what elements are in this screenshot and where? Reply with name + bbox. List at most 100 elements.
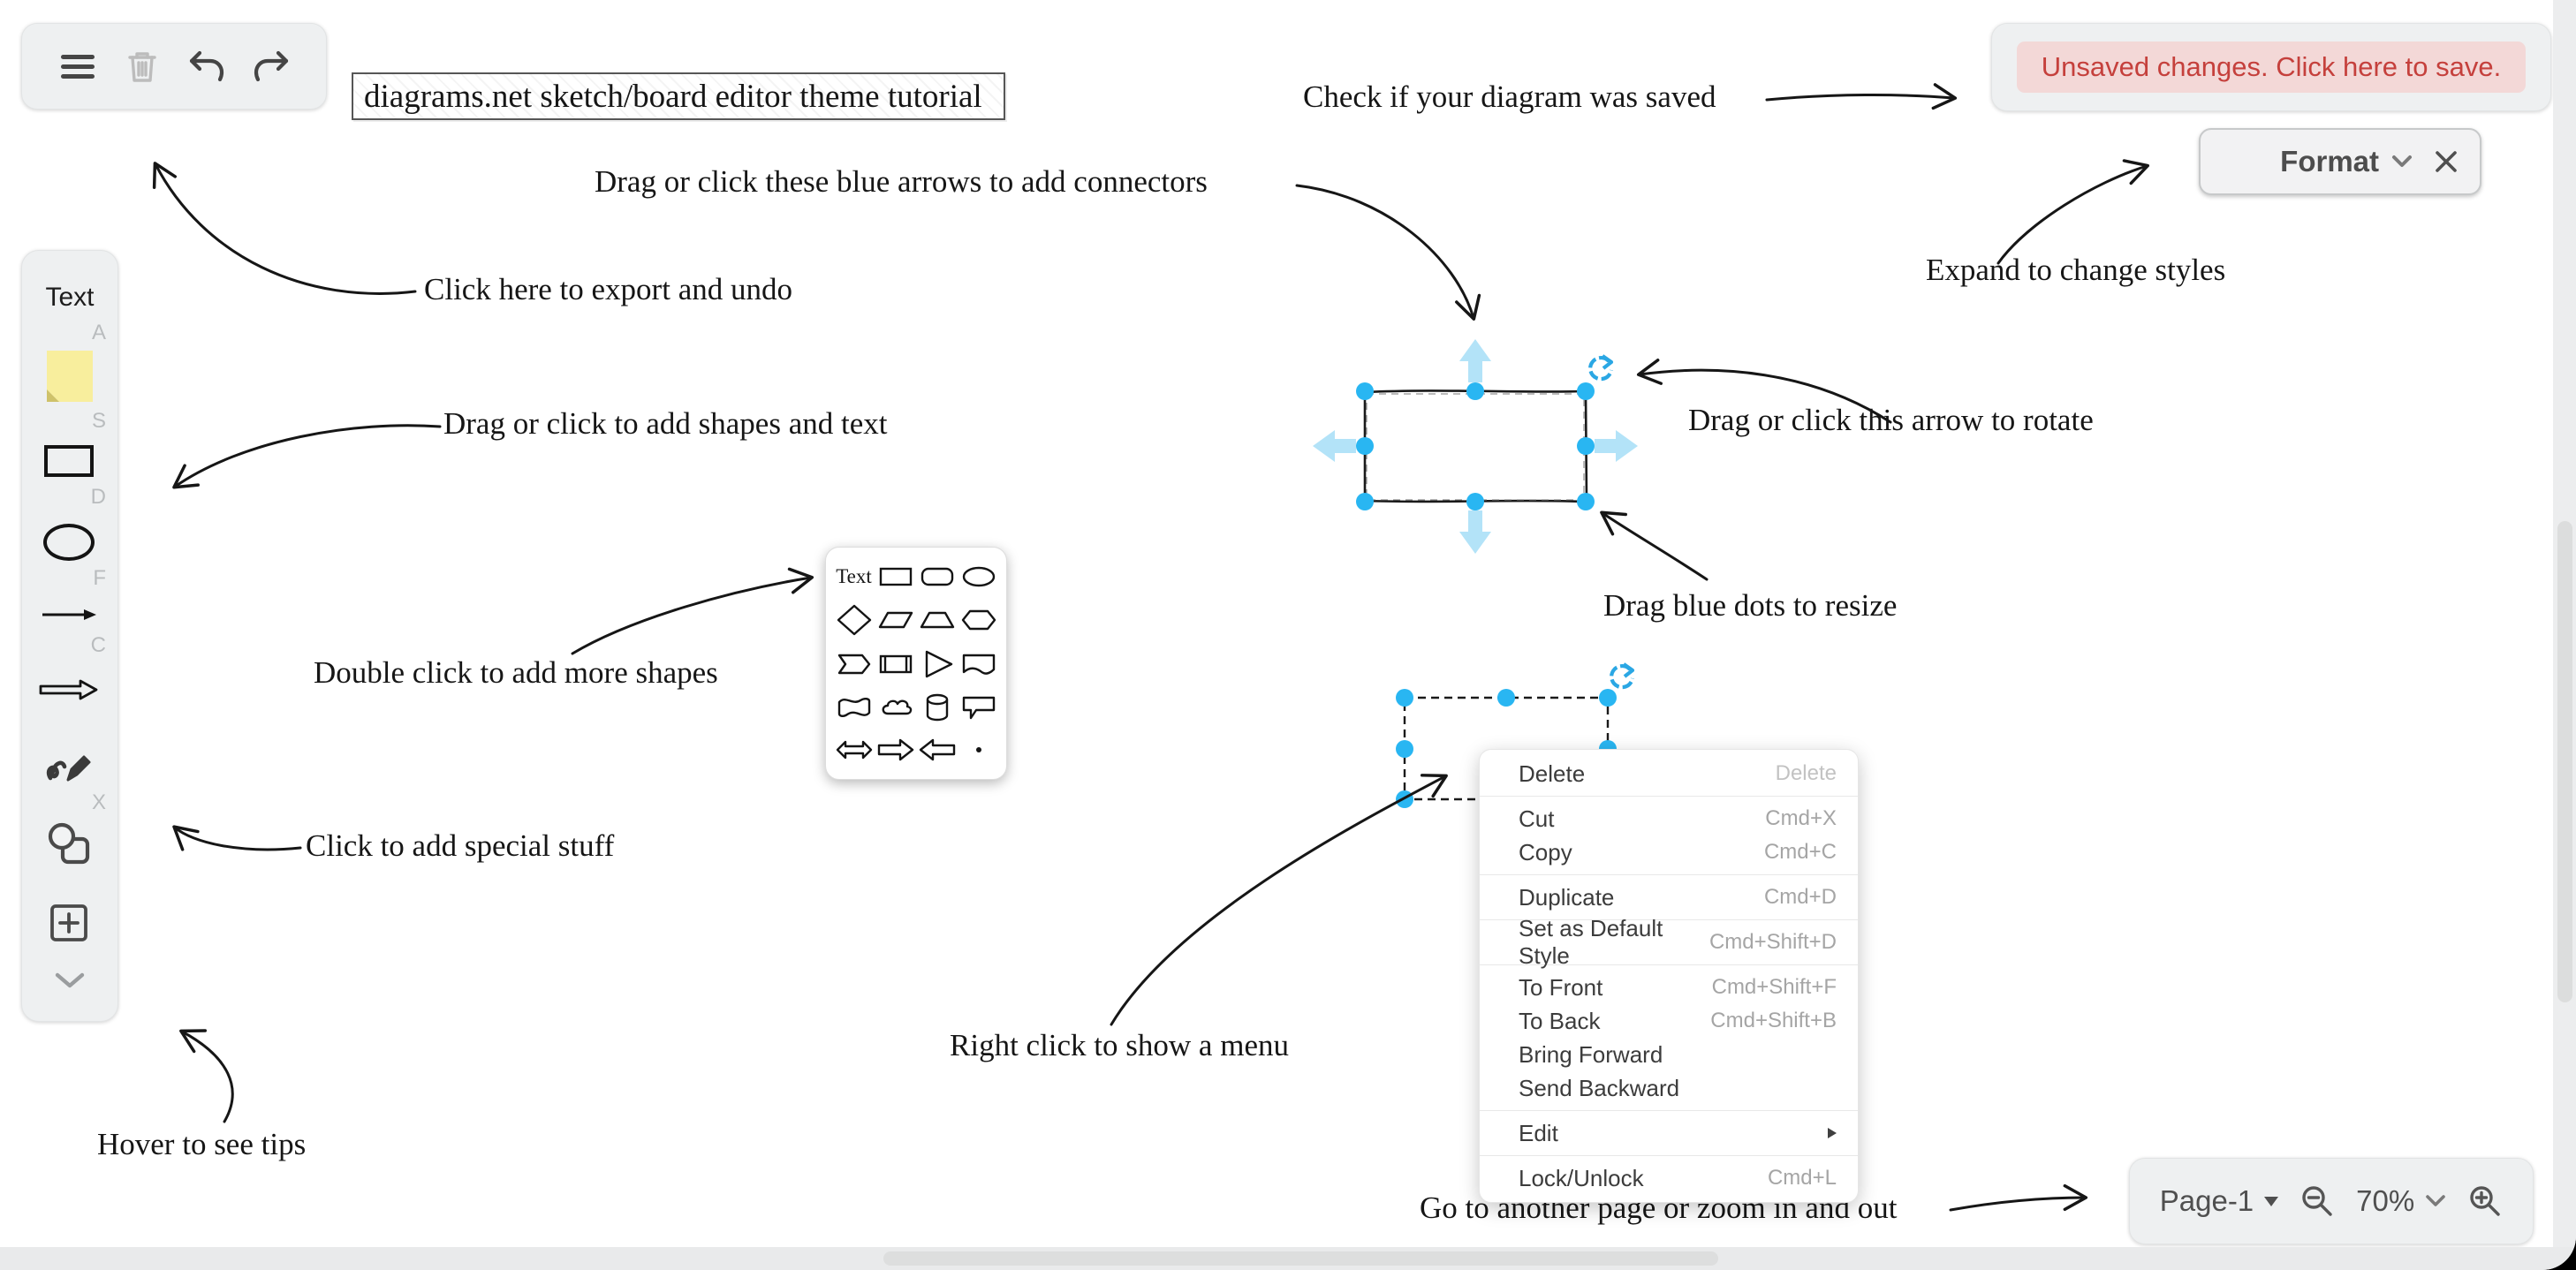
close-icon[interactable]: [2434, 149, 2459, 174]
picker-cylinder[interactable]: [920, 692, 955, 722]
menu-item-to-back[interactable]: To Back Cmd+Shift+B: [1480, 1004, 1858, 1038]
menu-divider: [1480, 796, 1858, 797]
shape-picker-popup: Text: [825, 547, 1007, 780]
menu-item-shortcut: Cmd+Shift+F: [1711, 975, 1837, 999]
menu-divider: [1480, 1155, 1858, 1156]
menu-item-label: Edit: [1519, 1119, 1558, 1146]
picker-text-shape[interactable]: Text: [836, 565, 872, 588]
picker-cloud[interactable]: [878, 693, 913, 722]
zoom-out-icon[interactable]: [2299, 1183, 2335, 1219]
menu-item-label: Cut: [1519, 805, 1555, 832]
menu-item-shortcut: Cmd+X: [1765, 806, 1837, 830]
shortcut-label: A: [91, 321, 106, 344]
annotation-export-undo: Click here to export and undo: [424, 272, 792, 306]
horizontal-scrollbar-thumb[interactable]: [883, 1251, 1718, 1266]
sidebar-item-ellipse[interactable]: [43, 524, 95, 561]
menu-item-send-backward[interactable]: Send Backward: [1480, 1071, 1858, 1105]
picker-document[interactable]: [961, 650, 996, 678]
annotation-more-shapes: Double click to add more shapes: [314, 655, 718, 690]
menu-item-label: Delete: [1519, 760, 1586, 787]
annotation-connectors: Drag or click these blue arrows to add c…: [595, 164, 1208, 199]
shortcut-label: C: [90, 633, 106, 657]
vertical-scrollbar-thumb[interactable]: [2557, 521, 2572, 1002]
menu-item-lock-unlock[interactable]: Lock/Unlock Cmd+L: [1480, 1161, 1858, 1195]
sidebar-item-line-arrow[interactable]: [40, 607, 98, 623]
annotation-rotate: Drag or click this arrow to rotate: [1688, 403, 2094, 437]
format-label: Format: [2280, 145, 2379, 178]
picker-rectangle[interactable]: [878, 563, 913, 591]
diagram-title: diagrams.net sketch/board editor theme t…: [364, 78, 982, 115]
picker-trapezoid[interactable]: [920, 606, 955, 634]
rotate-handle-icon[interactable]: [1610, 662, 1635, 690]
zoom-level-selector[interactable]: 70%: [2356, 1184, 2446, 1218]
picker-right-arrow[interactable]: [877, 736, 914, 764]
delete-icon[interactable]: [122, 46, 163, 87]
top-toolbar: [21, 23, 327, 110]
sidebar-item-block-arrow[interactable]: [38, 677, 100, 702]
picker-rounded-rectangle[interactable]: [920, 563, 955, 591]
freehand-icon[interactable]: [43, 743, 93, 792]
zoom-in-icon[interactable]: [2467, 1183, 2503, 1219]
redo-icon[interactable]: [251, 46, 292, 87]
resize-handles[interactable]: [1356, 382, 1595, 510]
menu-item-shortcut: Cmd+Shift+B: [1710, 1009, 1837, 1032]
menu-divider: [1480, 964, 1858, 965]
selected-rectangle[interactable]: [1313, 339, 1638, 554]
menu-item-label: Bring Forward: [1519, 1040, 1663, 1068]
menu-divider: [1480, 919, 1858, 920]
annotation-resize: Drag blue dots to resize: [1603, 588, 1898, 623]
page-selector[interactable]: Page-1: [2160, 1184, 2279, 1218]
shapes-icon[interactable]: [45, 821, 93, 869]
shortcut-label: D: [90, 485, 106, 509]
menu-item-label: Lock/Unlock: [1519, 1164, 1644, 1191]
menu-item-bring-forward[interactable]: Bring Forward: [1480, 1038, 1858, 1071]
insert-icon[interactable]: [49, 903, 89, 943]
picker-ellipse[interactable]: [961, 563, 996, 591]
annotation-hover-tips: Hover to see tips: [97, 1127, 307, 1161]
menu-item-cut[interactable]: Cut Cmd+X: [1480, 802, 1858, 835]
save-status-panel: Unsaved changes. Click here to save.: [1991, 23, 2551, 111]
menu-item-edit[interactable]: Edit: [1480, 1116, 1858, 1150]
picker-hexagon[interactable]: [961, 606, 996, 634]
annotation-shapes-text: Drag or click to add shapes and text: [443, 406, 888, 441]
picker-step[interactable]: [837, 650, 872, 678]
picker-left-arrow[interactable]: [919, 736, 956, 764]
picker-callout[interactable]: [961, 692, 996, 722]
picker-double-arrow[interactable]: [836, 736, 873, 764]
chevron-down-icon[interactable]: [54, 971, 86, 989]
format-panel[interactable]: Format: [2199, 128, 2481, 195]
shortcut-label: X: [91, 790, 106, 814]
sidebar-item-rectangle[interactable]: [44, 445, 94, 477]
diagram-title-box[interactable]: diagrams.net sketch/board editor theme t…: [352, 72, 1005, 120]
annotation-context-menu: Right click to show a menu: [950, 1028, 1289, 1062]
undo-icon[interactable]: [186, 46, 227, 87]
annotation-expand-styles: Expand to change styles: [1926, 253, 2226, 287]
sidebar-item-text[interactable]: Text: [45, 283, 95, 312]
menu-item-label: To Back: [1519, 1007, 1601, 1034]
picker-parallelogram[interactable]: [878, 606, 913, 634]
rotate-handle-icon[interactable]: [1588, 354, 1614, 382]
picker-triangle[interactable]: [920, 649, 955, 679]
picker-flag[interactable]: [837, 693, 872, 722]
picker-process[interactable]: [878, 650, 913, 678]
chevron-down-icon: [2426, 1195, 2446, 1206]
picker-point[interactable]: [960, 736, 997, 764]
unsaved-changes-badge[interactable]: Unsaved changes. Click here to save.: [2016, 42, 2527, 93]
shape-sidebar: Text A S D F C X: [21, 250, 118, 1022]
menu-item-shortcut: Cmd+L: [1767, 1166, 1837, 1190]
picker-diamond[interactable]: [837, 604, 872, 636]
menu-icon[interactable]: [57, 46, 98, 87]
zoom-level: 70%: [2356, 1184, 2415, 1217]
menu-item-shortcut: Cmd+C: [1763, 840, 1837, 864]
chevron-down-icon[interactable]: [2391, 155, 2413, 169]
connector-arrows[interactable]: [1313, 339, 1638, 554]
menu-divider: [1480, 874, 1858, 875]
